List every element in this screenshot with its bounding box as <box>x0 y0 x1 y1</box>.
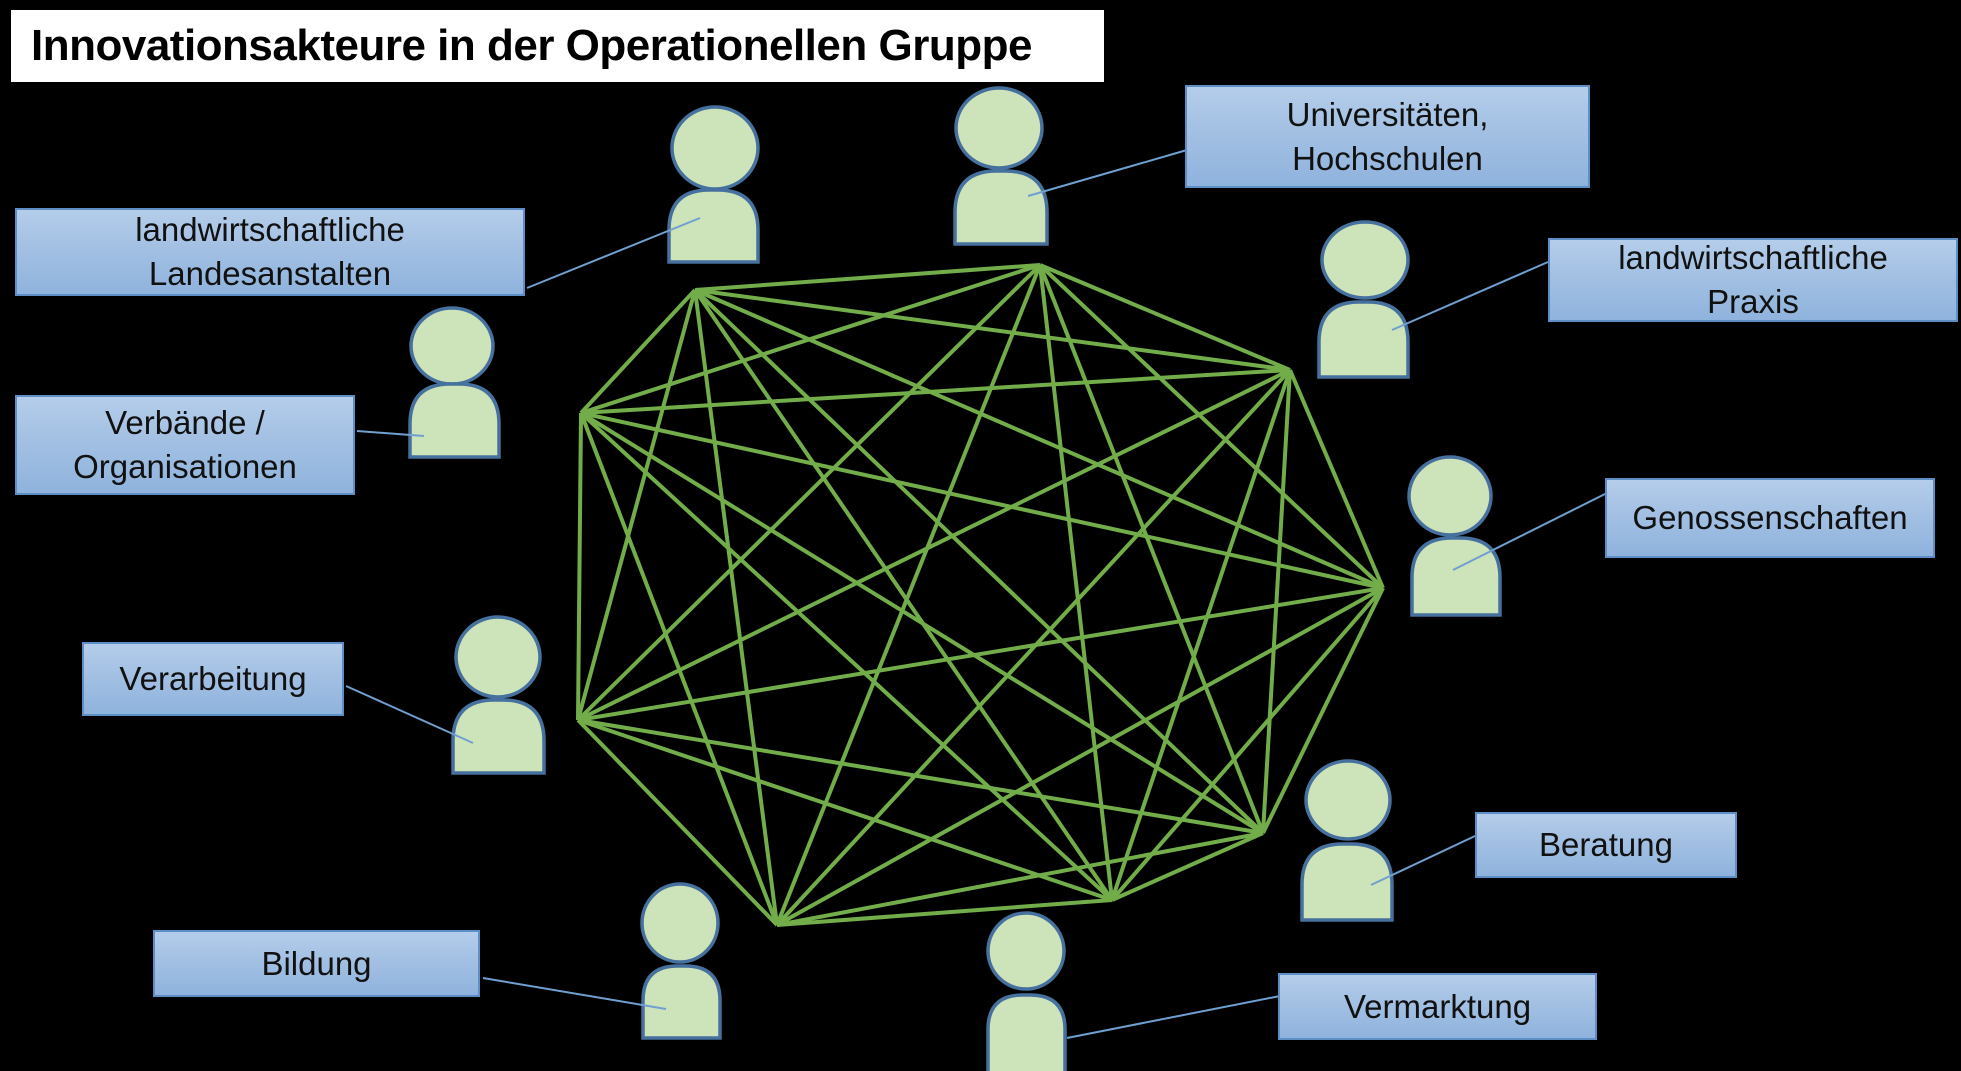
title-bar: Innovationsakteure in der Operationellen… <box>11 10 1104 82</box>
network-edge-universitaeten--bildung <box>775 264 1042 926</box>
page-title: Innovationsakteure in der Operationellen… <box>31 21 1032 70</box>
network-edge-verarbeitung--vermarktung <box>577 718 1113 902</box>
label-box-vermarktung: Vermarktung <box>1278 973 1597 1040</box>
person-head-icon <box>454 615 542 699</box>
person-body-icon <box>451 698 546 775</box>
network-edge-landesanstalten--verbaende <box>579 288 697 415</box>
network-edge-beratung--vermarktung <box>1111 831 1264 902</box>
network-edge-verbaende--beratung <box>579 411 1265 835</box>
label-box-beratung: Beratung <box>1475 812 1737 878</box>
person-body-icon <box>667 188 760 264</box>
person-icon-praxis <box>1317 220 1410 379</box>
label-connector-universitaeten <box>1027 149 1188 197</box>
person-body-icon <box>1300 842 1394 922</box>
network-edge-praxis--verarbeitung <box>577 368 1291 722</box>
network-edge-landesanstalten--verarbeitung <box>576 289 697 721</box>
network-edge-bildung--vermarktung <box>776 898 1113 927</box>
label-connectors-layer <box>345 149 1608 1039</box>
network-edge-landesanstalten--beratung <box>693 288 1265 835</box>
network-edge-beratung--bildung <box>776 831 1264 927</box>
label-connector-verbaende <box>356 430 425 437</box>
network-edge-verarbeitung--beratung <box>577 718 1264 835</box>
network-edge-genossenschaften--vermarktung <box>1110 586 1385 902</box>
person-head-icon <box>670 105 760 191</box>
network-edge-genossenschaften--verarbeitung <box>577 586 1384 722</box>
person-body-icon <box>1410 536 1502 617</box>
network-edge-genossenschaften--bildung <box>776 586 1384 927</box>
network-edges-layer <box>576 263 1385 927</box>
network-edge-verbaende--vermarktung <box>579 411 1114 902</box>
network-edge-universitaeten--genossenschaften <box>1038 263 1385 590</box>
network-edge-universitaeten--praxis <box>1039 263 1291 372</box>
network-edge-praxis--genossenschaften <box>1288 369 1385 589</box>
person-icon-vermarktung <box>986 911 1067 1071</box>
label-box-bildung: Bildung <box>153 930 480 997</box>
person-head-icon <box>409 306 495 386</box>
network-edge-praxis--beratung <box>1261 369 1292 834</box>
person-icon-genossenschaften <box>1407 455 1502 617</box>
label-connector-praxis <box>1391 261 1549 331</box>
network-edge-universitaeten--beratung <box>1038 264 1265 834</box>
person-icon-beratung <box>1300 759 1394 922</box>
label-connector-bildung <box>482 977 667 1010</box>
person-head-icon <box>1407 455 1493 537</box>
network-edge-verarbeitung--bildung <box>576 718 779 927</box>
person-body-icon <box>408 382 501 459</box>
person-head-icon <box>986 911 1066 991</box>
person-icon-universitaeten <box>953 86 1049 246</box>
network-edge-landesanstalten--bildung <box>693 289 779 926</box>
person-icons-layer <box>408 86 1502 1071</box>
person-head-icon <box>1304 759 1392 841</box>
network-edge-universitaeten--verbaende <box>580 263 1041 415</box>
label-box-verarbeitung: Verarbeitung <box>82 642 344 716</box>
network-edge-landesanstalten--universitaeten <box>694 263 1041 292</box>
person-icon-bildung <box>640 882 722 1040</box>
network-edge-praxis--verbaende <box>580 368 1291 415</box>
network-edge-universitaeten--vermarktung <box>1038 264 1114 901</box>
person-icon-verbaende <box>408 306 501 459</box>
network-edge-verbaende--verarbeitung <box>576 412 583 721</box>
label-connector-genossenschaften <box>1452 492 1608 571</box>
label-box-universitaeten: Universitäten, Hochschulen <box>1185 85 1590 188</box>
person-head-icon <box>954 86 1044 170</box>
person-body-icon <box>953 169 1049 246</box>
person-head-icon <box>640 882 720 964</box>
label-connector-vermarktung <box>1066 995 1281 1039</box>
label-connector-beratung <box>1370 835 1476 886</box>
label-box-genossenschaften: Genossenschaften <box>1605 478 1935 558</box>
label-box-praxis: landwirtschaftliche Praxis <box>1548 238 1958 322</box>
network-edge-verbaende--genossenschaften <box>580 411 1384 590</box>
network-edge-praxis--bildung <box>775 368 1292 927</box>
label-connector-landesanstalten <box>526 217 701 289</box>
network-edge-genossenschaften--beratung <box>1261 587 1385 834</box>
label-box-landesanstalten: landwirtschaftliche Landesanstalten <box>15 208 525 296</box>
network-edge-landesanstalten--praxis <box>694 288 1291 372</box>
person-body-icon <box>641 964 722 1040</box>
person-body-icon <box>1317 300 1410 379</box>
network-edge-verbaende--bildung <box>579 412 779 926</box>
person-head-icon <box>1320 220 1410 300</box>
label-connector-verarbeitung <box>345 685 474 744</box>
network-edge-universitaeten--verarbeitung <box>576 263 1042 722</box>
person-body-icon <box>986 993 1067 1071</box>
person-icon-verarbeitung <box>451 615 546 775</box>
person-icon-landesanstalten <box>667 105 760 264</box>
label-box-verbaende: Verbände / Organisationen <box>15 395 355 495</box>
